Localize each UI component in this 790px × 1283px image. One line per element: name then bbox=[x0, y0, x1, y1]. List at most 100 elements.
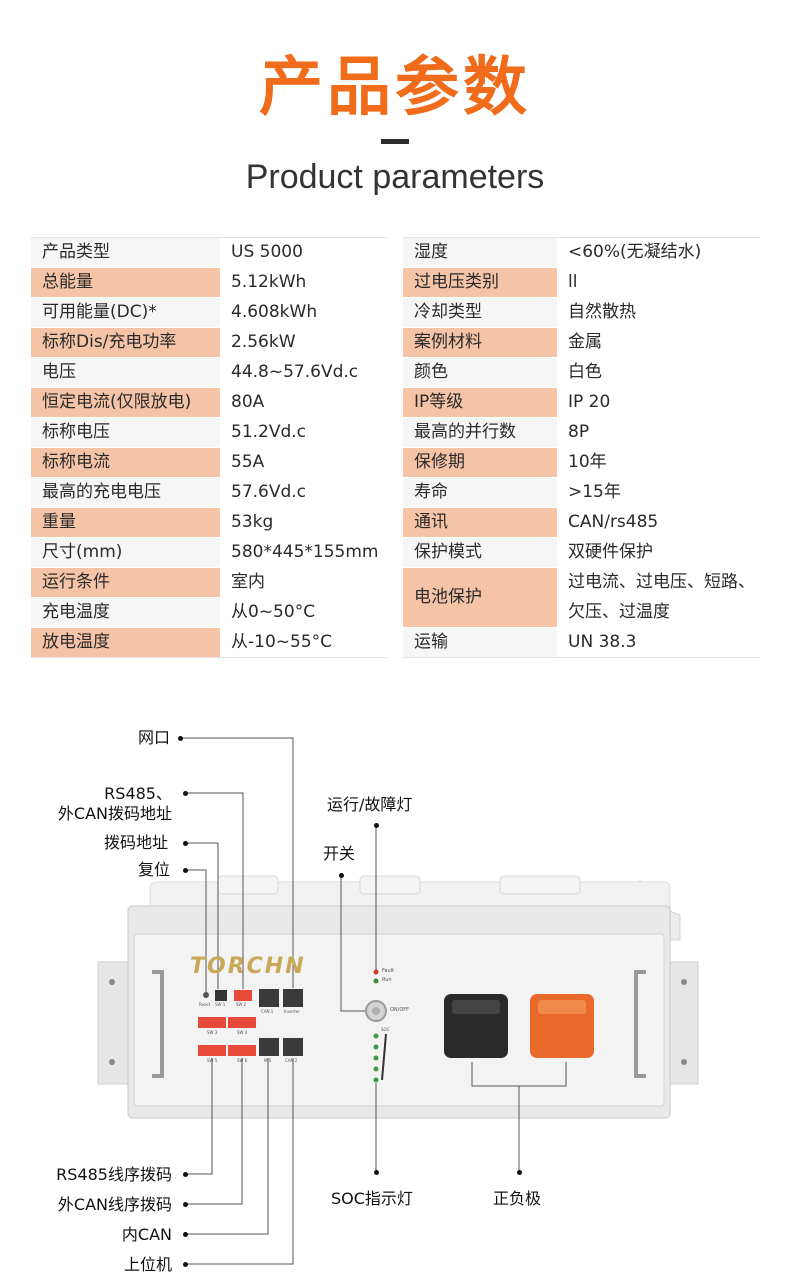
handle-top-left bbox=[217, 875, 279, 895]
reset-label: Reset bbox=[199, 1002, 211, 1007]
fault-label: Fault bbox=[382, 968, 394, 974]
bracket-left bbox=[97, 961, 133, 1085]
bracket-hole bbox=[681, 979, 687, 985]
spec-key: 标称Dis/充电功率 bbox=[31, 327, 220, 358]
label-switch: 开关 bbox=[323, 844, 356, 863]
table-row: 湿度<60%(无凝结水) bbox=[403, 237, 760, 268]
leader-inner-can bbox=[185, 1058, 269, 1235]
page-title-cn: 产品参数 bbox=[259, 51, 531, 125]
leader-network bbox=[180, 737, 294, 988]
sw4-label: SW 4 bbox=[237, 1030, 248, 1035]
spec-value: 金属 bbox=[557, 327, 760, 358]
port-can1 bbox=[259, 989, 279, 1007]
brand-logo: TORCHN bbox=[190, 954, 306, 979]
label-dip-address: 拨码地址 bbox=[104, 833, 169, 852]
leader-dot bbox=[339, 873, 344, 878]
spec-value: 5.12kWh bbox=[220, 267, 388, 298]
handle-top-mid bbox=[359, 875, 421, 895]
spec-key: 放电温度 bbox=[31, 627, 220, 658]
can2-label: CAN 2 bbox=[285, 1058, 298, 1063]
spec-key: 充电温度 bbox=[31, 597, 220, 628]
spec-value: 从-10~55°C bbox=[220, 627, 388, 658]
leader-dot bbox=[183, 791, 188, 796]
spec-value: <60%(无凝结水) bbox=[557, 237, 760, 268]
table-row: 恒定电流(仅限放电)80A bbox=[31, 387, 388, 418]
spec-key: 电池保护 bbox=[403, 567, 557, 628]
spec-value: 8P bbox=[557, 417, 760, 448]
spec-key: 运输 bbox=[403, 627, 557, 658]
spec-key: IP等级 bbox=[403, 387, 557, 418]
spec-value: IP 20 bbox=[557, 387, 760, 418]
leader-dot bbox=[178, 736, 183, 741]
handle-right bbox=[634, 970, 646, 1078]
label-rs485-seq-dip: RS485线序拨码 bbox=[56, 1165, 172, 1184]
bracket-hole bbox=[109, 979, 115, 985]
front-panel bbox=[133, 933, 665, 1107]
label-host: 上位机 bbox=[123, 1255, 172, 1274]
sw6-label: SW 6 bbox=[237, 1058, 248, 1063]
soc-led bbox=[373, 1033, 379, 1039]
spec-value: 双硬件保护 bbox=[557, 537, 760, 568]
port-can2 bbox=[283, 1038, 303, 1056]
dip-switch-sw1 bbox=[215, 990, 227, 1001]
spec-value: 53kg bbox=[220, 507, 388, 538]
spec-value: CAN/rs485 bbox=[557, 507, 760, 538]
handle-left bbox=[152, 970, 164, 1078]
spec-key: 运行条件 bbox=[31, 567, 220, 598]
sw2-label: SW 2 bbox=[236, 1002, 247, 1007]
label-rs485-dip-line1: RS485、 bbox=[104, 784, 172, 803]
spec-key: 冷却类型 bbox=[403, 297, 557, 328]
leader-dot bbox=[183, 868, 188, 873]
label-terminals: 正负极 bbox=[493, 1189, 542, 1208]
leader-dot bbox=[517, 1170, 522, 1175]
spec-key: 通讯 bbox=[403, 507, 557, 538]
spec-key: 总能量 bbox=[31, 267, 220, 298]
soc-led bbox=[373, 1077, 379, 1083]
spec-value: 44.8~57.6Vd.c bbox=[220, 357, 388, 388]
label-network-port: 网口 bbox=[138, 728, 171, 747]
soc-label: SOC bbox=[381, 1027, 390, 1032]
reset-hole bbox=[203, 992, 209, 998]
spec-key: 重量 bbox=[31, 507, 220, 538]
dip-switch bbox=[234, 990, 252, 1001]
table-row: 颜色白色 bbox=[403, 357, 760, 388]
spec-value: 自然散热 bbox=[557, 297, 760, 328]
table-row: 案例材料金属 bbox=[403, 327, 760, 358]
spec-key: 案例材料 bbox=[403, 327, 557, 358]
table-row: 可用能量(DC)*4.608kWh bbox=[31, 297, 388, 328]
spec-key: 恒定电流(仅限放电) bbox=[31, 387, 220, 418]
spec-value: 80A bbox=[220, 387, 388, 418]
sw1-label: SW 1 bbox=[215, 1002, 226, 1007]
leader-dot bbox=[183, 1232, 188, 1237]
leader-rs485-seq bbox=[185, 1058, 213, 1175]
spec-key: 标称电流 bbox=[31, 447, 220, 478]
label-inner-can: 内CAN bbox=[121, 1225, 172, 1244]
table-row: 冷却类型自然散热 bbox=[403, 297, 760, 328]
can1-label: CAN 1 bbox=[261, 1009, 274, 1014]
spec-value: UN 38.3 bbox=[557, 627, 760, 658]
spec-value: 4.608kWh bbox=[220, 297, 388, 328]
sw3-label: SW 3 bbox=[207, 1030, 218, 1035]
label-run-fault-light: 运行/故障灯 bbox=[327, 795, 413, 814]
title-divider bbox=[381, 139, 409, 144]
spec-key: 湿度 bbox=[403, 237, 557, 268]
negative-terminal-top bbox=[452, 1000, 500, 1014]
table-row: 电池保护过电流、过电压、短路、 bbox=[403, 567, 760, 628]
leader-switch bbox=[340, 875, 365, 1012]
run-led bbox=[373, 978, 379, 984]
leader-dot bbox=[374, 823, 379, 828]
spec-value: 580*445*155mm bbox=[220, 537, 388, 568]
bracket-hole bbox=[681, 1059, 687, 1065]
spec-key: 尺寸(mm) bbox=[31, 537, 220, 568]
sw5-label: SW 5 bbox=[207, 1058, 218, 1063]
spec-value: 57.6Vd.c bbox=[220, 477, 388, 508]
port-ms bbox=[259, 1038, 279, 1056]
label-ext-can-seq-dip: 外CAN线序拨码 bbox=[57, 1195, 172, 1214]
spec-value: 55A bbox=[220, 447, 388, 478]
leader-reset bbox=[185, 869, 207, 992]
